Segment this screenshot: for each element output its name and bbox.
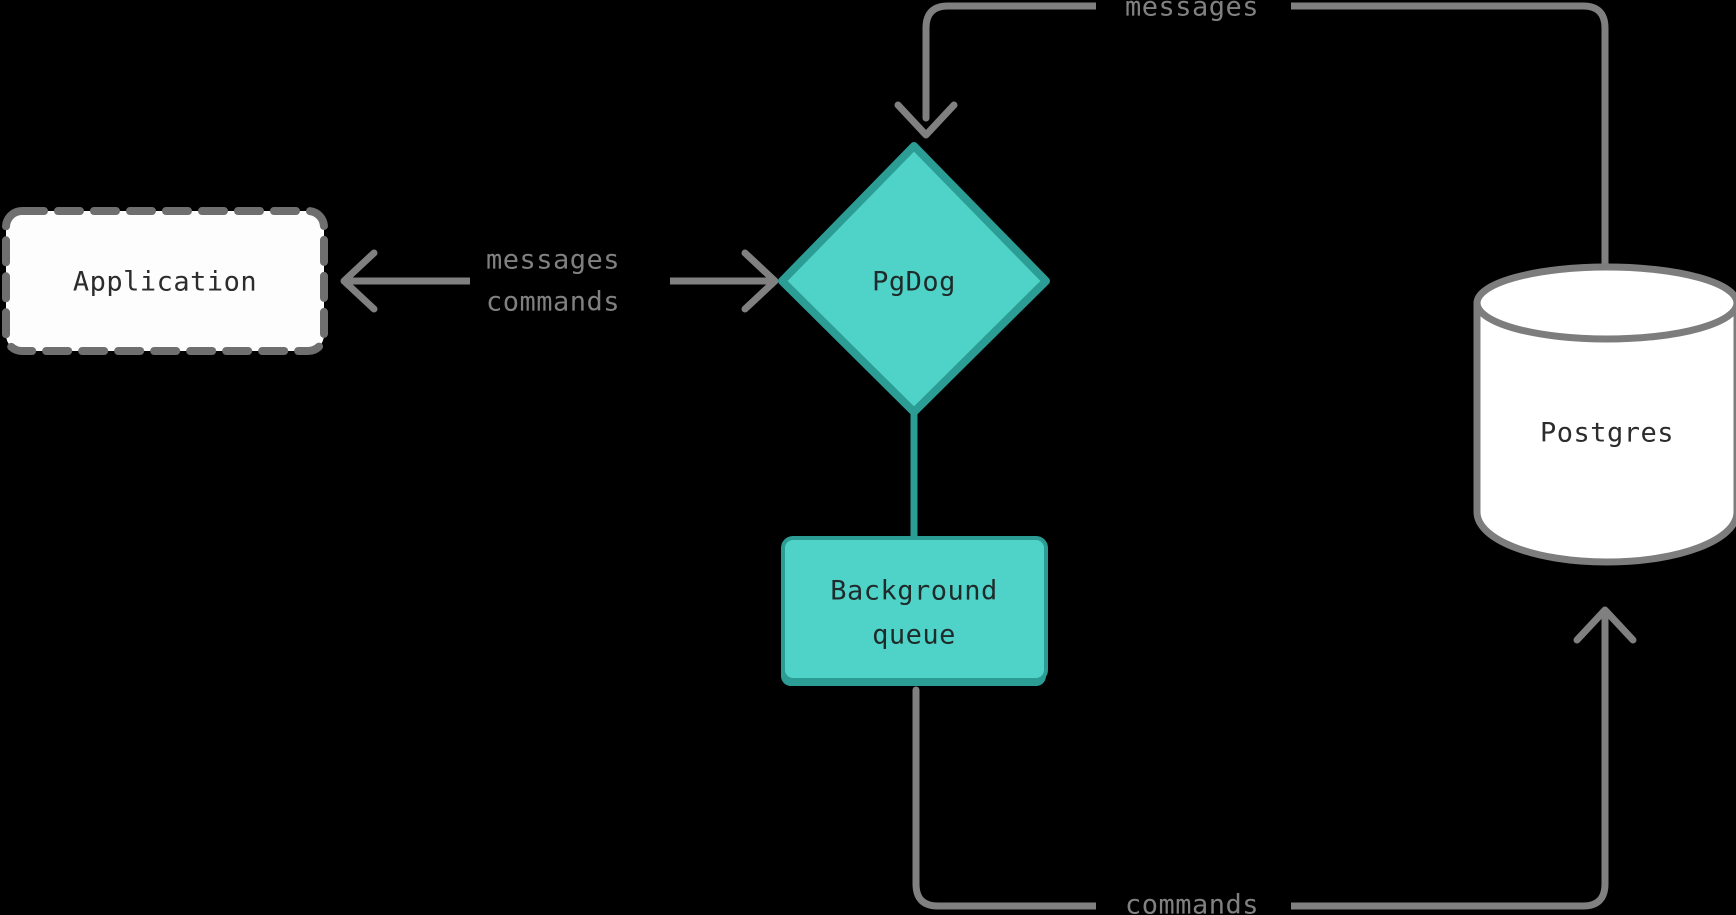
- postgres-cylinder-body[interactable]: [1473, 299, 1736, 566]
- edge-application-to-pgdog-arrowhead-left: [340, 249, 378, 313]
- edge-postgres-to-pgdog: [894, 2, 1609, 272]
- edge-label-commands-mid: commands: [486, 287, 620, 318]
- edge-label-commands-bottom: commands: [1125, 890, 1259, 915]
- background-queue-box[interactable]: [781, 536, 1048, 682]
- edge-postgres-to-pgdog-arrowhead: [894, 101, 958, 139]
- edge-label-messages-top-group: messages: [1096, 0, 1291, 28]
- edge-queue-to-postgres-arrowhead: [1573, 606, 1637, 644]
- edge-label-app-pgdog-backdrop: [470, 240, 670, 326]
- pgdog-diamond[interactable]: [778, 142, 1050, 416]
- application-label: Application: [73, 267, 257, 298]
- postgres-cylinder-top: [1473, 263, 1736, 343]
- edge-label-commands-bottom-group: commands: [1096, 887, 1291, 915]
- edge-label-messages-top-backdrop: [1096, 0, 1291, 28]
- pgdog-label: PgDog: [872, 267, 956, 298]
- postgres-label: Postgres: [1540, 418, 1674, 449]
- application-box[interactable]: [2, 207, 328, 355]
- node-pgdog[interactable]: PgDog: [778, 142, 1050, 416]
- edge-postgres-to-pgdog-line: [922, 2, 1609, 272]
- node-background-queue[interactable]: Background queue: [781, 536, 1048, 686]
- edge-label-messages-mid: messages: [486, 245, 620, 276]
- edge-label-commands-bottom-backdrop: [1096, 887, 1291, 915]
- edge-label-app-pgdog-group: messages commands: [470, 240, 670, 326]
- background-queue-label-line2: queue: [872, 620, 956, 651]
- edge-application-to-pgdog-arrowhead-right: [741, 249, 779, 313]
- node-postgres[interactable]: Postgres: [1473, 263, 1736, 566]
- node-application[interactable]: Application: [2, 207, 328, 355]
- background-queue-label-line1: Background: [830, 576, 998, 607]
- edge-label-messages-top: messages: [1125, 0, 1259, 23]
